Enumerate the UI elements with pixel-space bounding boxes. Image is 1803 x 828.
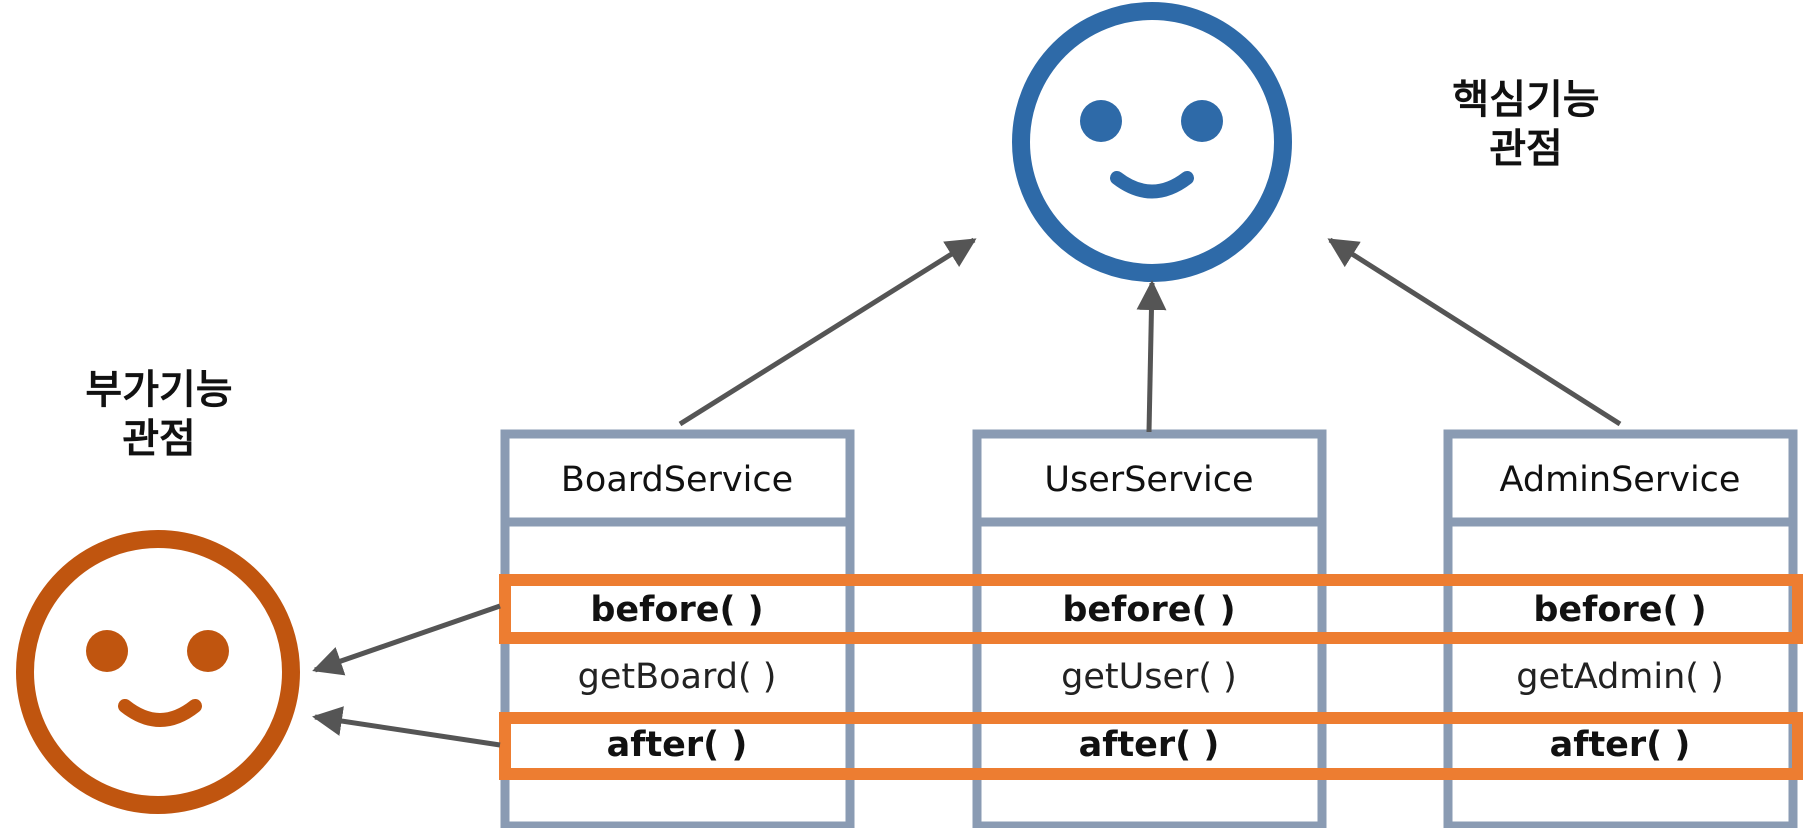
service-title: AdminService [1500,460,1741,500]
aux-concern-label-line2: 관점 [122,416,196,462]
arrow-user-to-core [1136,280,1167,433]
service-title: BoardService [561,460,793,500]
arrow-after-to-aux [312,706,501,748]
core-concern-label-line2: 관점 [1489,126,1563,172]
before-method: before( ) [1533,590,1706,630]
aux-concern-label: 부가기능 [85,367,232,413]
aux-concern-face-icon [16,530,300,814]
core-concern-face-icon [1012,2,1292,282]
after-crosscut-band [499,712,1803,780]
core-method: getAdmin( ) [1516,657,1723,697]
core-method: getUser( ) [1061,657,1237,697]
before-crosscut-band [499,574,1803,644]
service-box-board: BoardService before( ) getBoard( ) after… [500,429,855,828]
arrow-admin-to-core [1327,237,1622,427]
after-method: after( ) [1079,725,1220,765]
before-method: before( ) [1062,590,1235,630]
after-method: after( ) [1550,725,1691,765]
service-box-admin: AdminService before( ) getAdmin( ) after… [1443,429,1798,828]
arrow-board-to-core [678,237,977,427]
core-method: getBoard( ) [578,657,777,697]
before-method: before( ) [590,590,763,630]
service-title: UserService [1044,460,1253,500]
after-method: after( ) [607,725,748,765]
service-box-user: UserService before( ) getUser( ) after( … [972,429,1327,828]
arrow-before-to-aux [312,603,501,676]
core-concern-label: 핵심기능 [1452,77,1599,123]
